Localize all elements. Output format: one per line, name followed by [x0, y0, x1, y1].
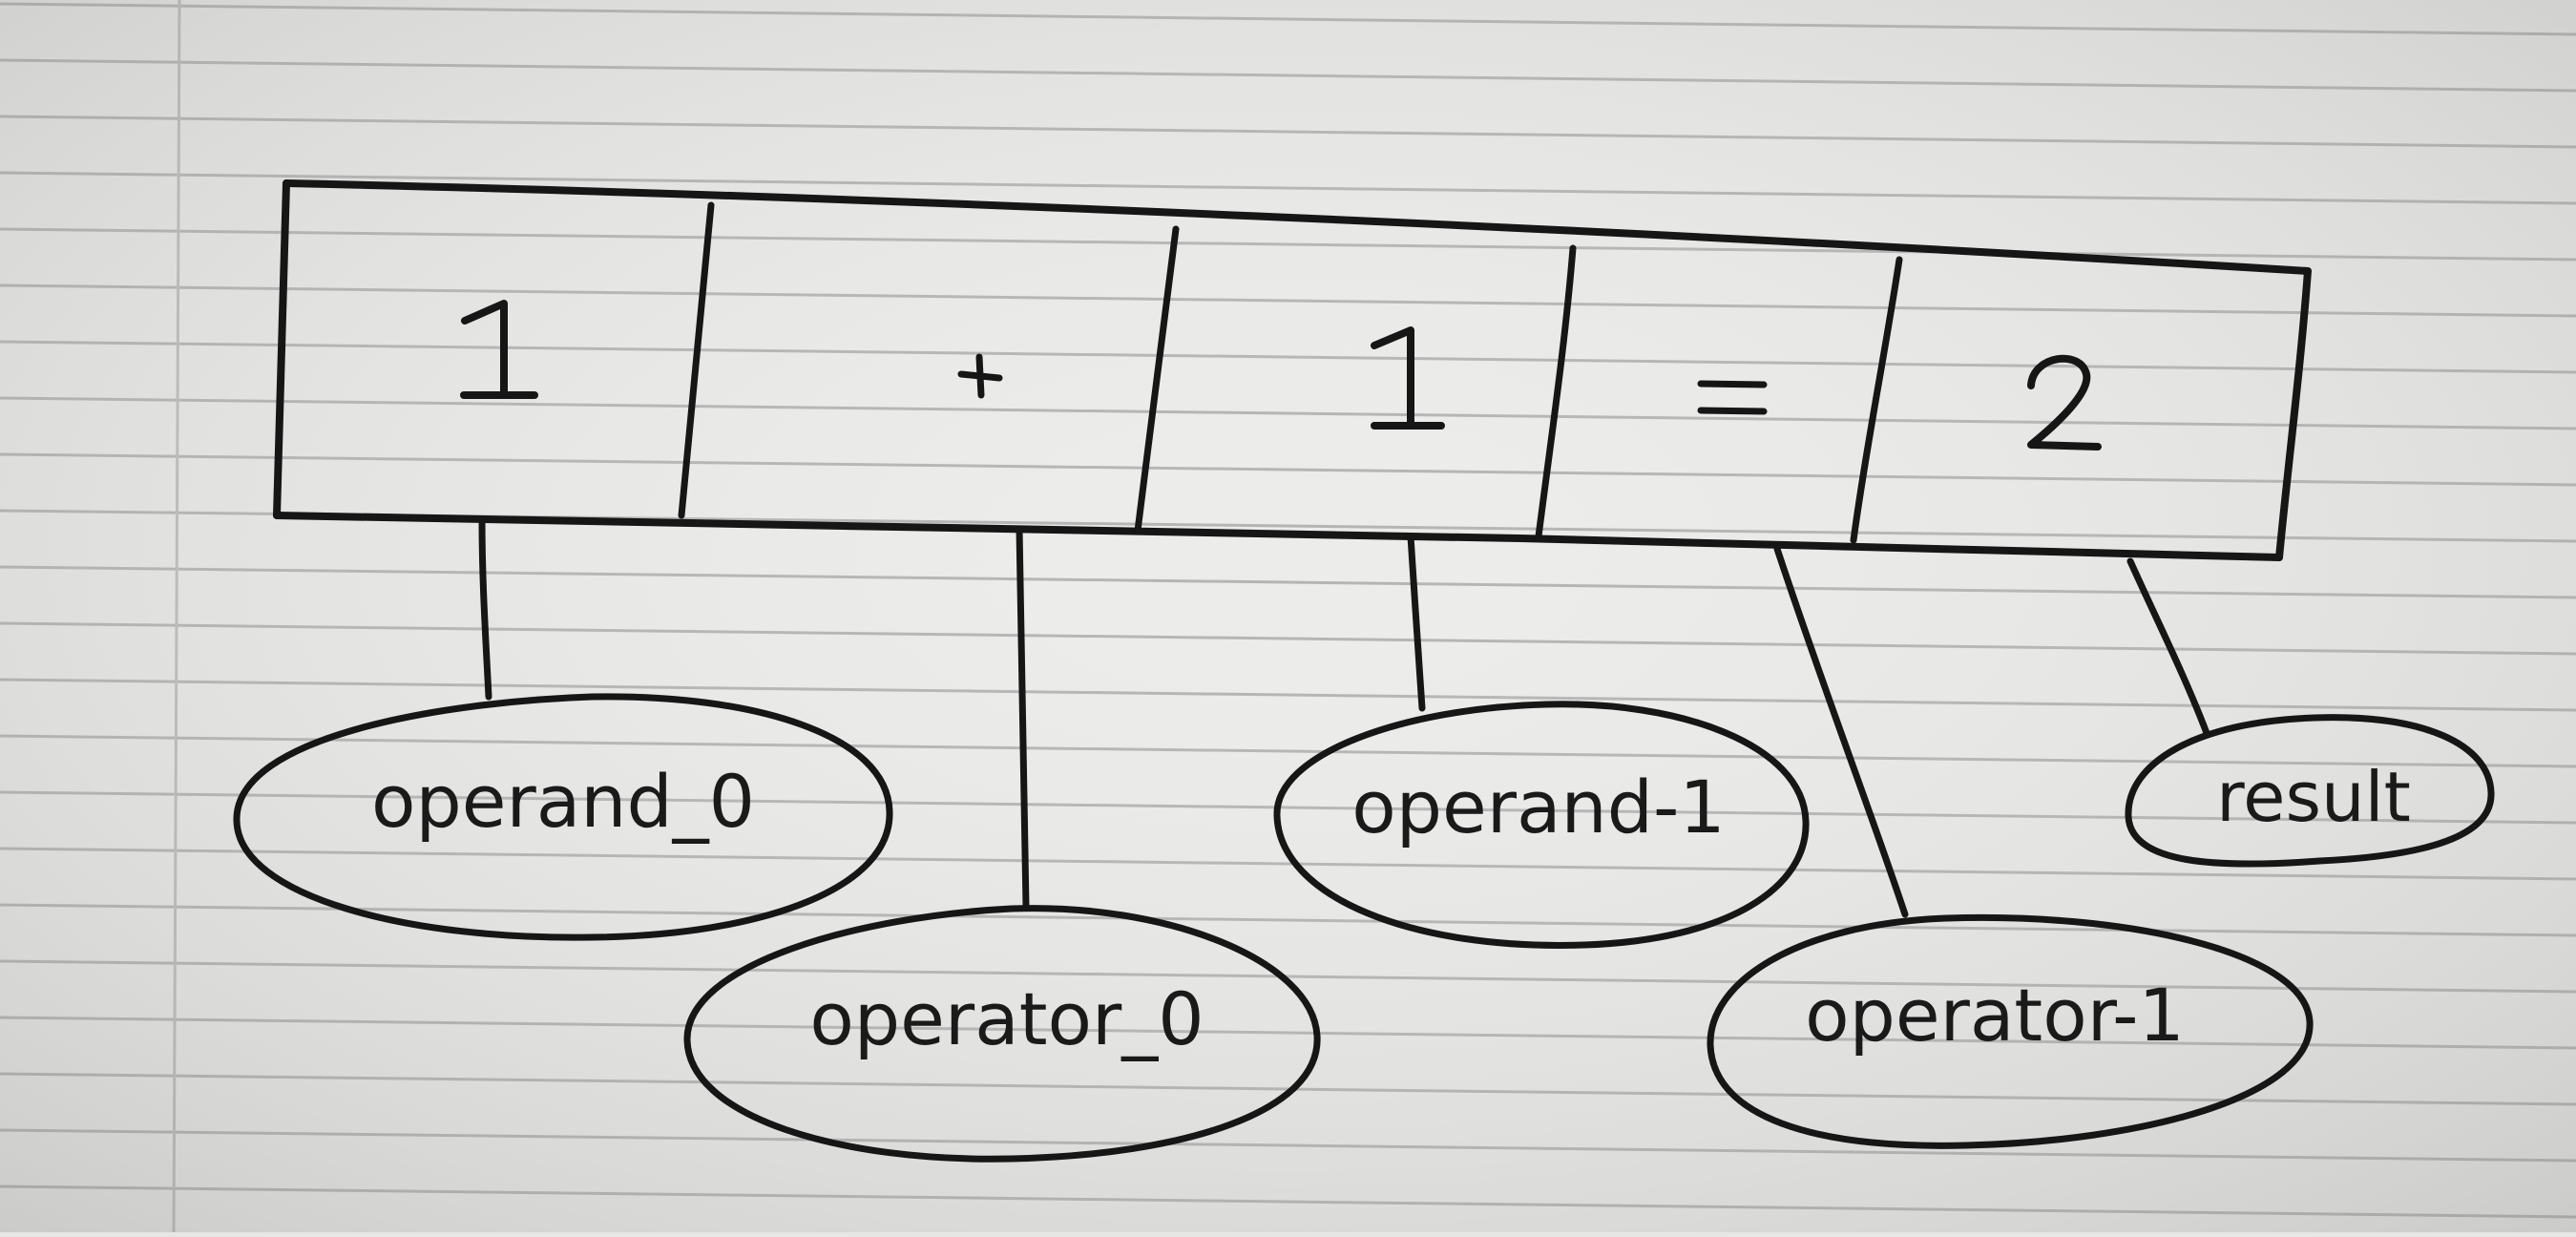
- bubble-operand-1: [1273, 701, 1810, 949]
- bubble-operand-0: [233, 693, 893, 941]
- divider-1: [678, 201, 715, 519]
- cell-1-plus-v: [975, 353, 985, 399]
- box-left-edge: [273, 179, 290, 519]
- label-texts: operand_0 operator_0 operand-1 operator-…: [371, 757, 2411, 1061]
- cell-symbols: [460, 300, 2102, 451]
- label-result: result: [2216, 757, 2411, 837]
- label-operator-0: operator_0: [809, 976, 1204, 1061]
- bubble-result: [2125, 714, 2495, 868]
- box-right-edge: [2275, 267, 2312, 561]
- cell-4-two: [2027, 354, 2102, 451]
- connector-operator-1: [1773, 545, 1909, 918]
- connector-operand-0: [478, 515, 492, 701]
- box-bottom-edge: [273, 512, 2283, 561]
- label-operand-0: operand_0: [371, 759, 755, 844]
- cell-3-equals-top: [1697, 380, 1768, 388]
- bubble-operator-0: [683, 905, 1321, 1163]
- bubble-operator-1: [1707, 913, 2314, 1149]
- divider-2: [1134, 225, 1180, 535]
- connector-operand-1: [1407, 533, 1426, 712]
- connector-result: [2126, 557, 2210, 737]
- cell-0-one-stroke: [461, 300, 508, 397]
- box-top-edge: [283, 179, 2312, 275]
- divider-4: [1850, 256, 1903, 544]
- cell-2-one-stroke: [1371, 326, 1414, 428]
- label-operator-1: operator-1: [1805, 973, 2185, 1058]
- cell-3-equals-bottom: [1697, 407, 1768, 415]
- connectors: [478, 515, 2210, 918]
- expression-box: [273, 179, 2312, 561]
- label-operand-1: operand-1: [1351, 765, 1726, 849]
- divider-3: [1535, 244, 1577, 540]
- connector-operator-0: [1016, 525, 1030, 911]
- label-bubbles: [233, 693, 2495, 1163]
